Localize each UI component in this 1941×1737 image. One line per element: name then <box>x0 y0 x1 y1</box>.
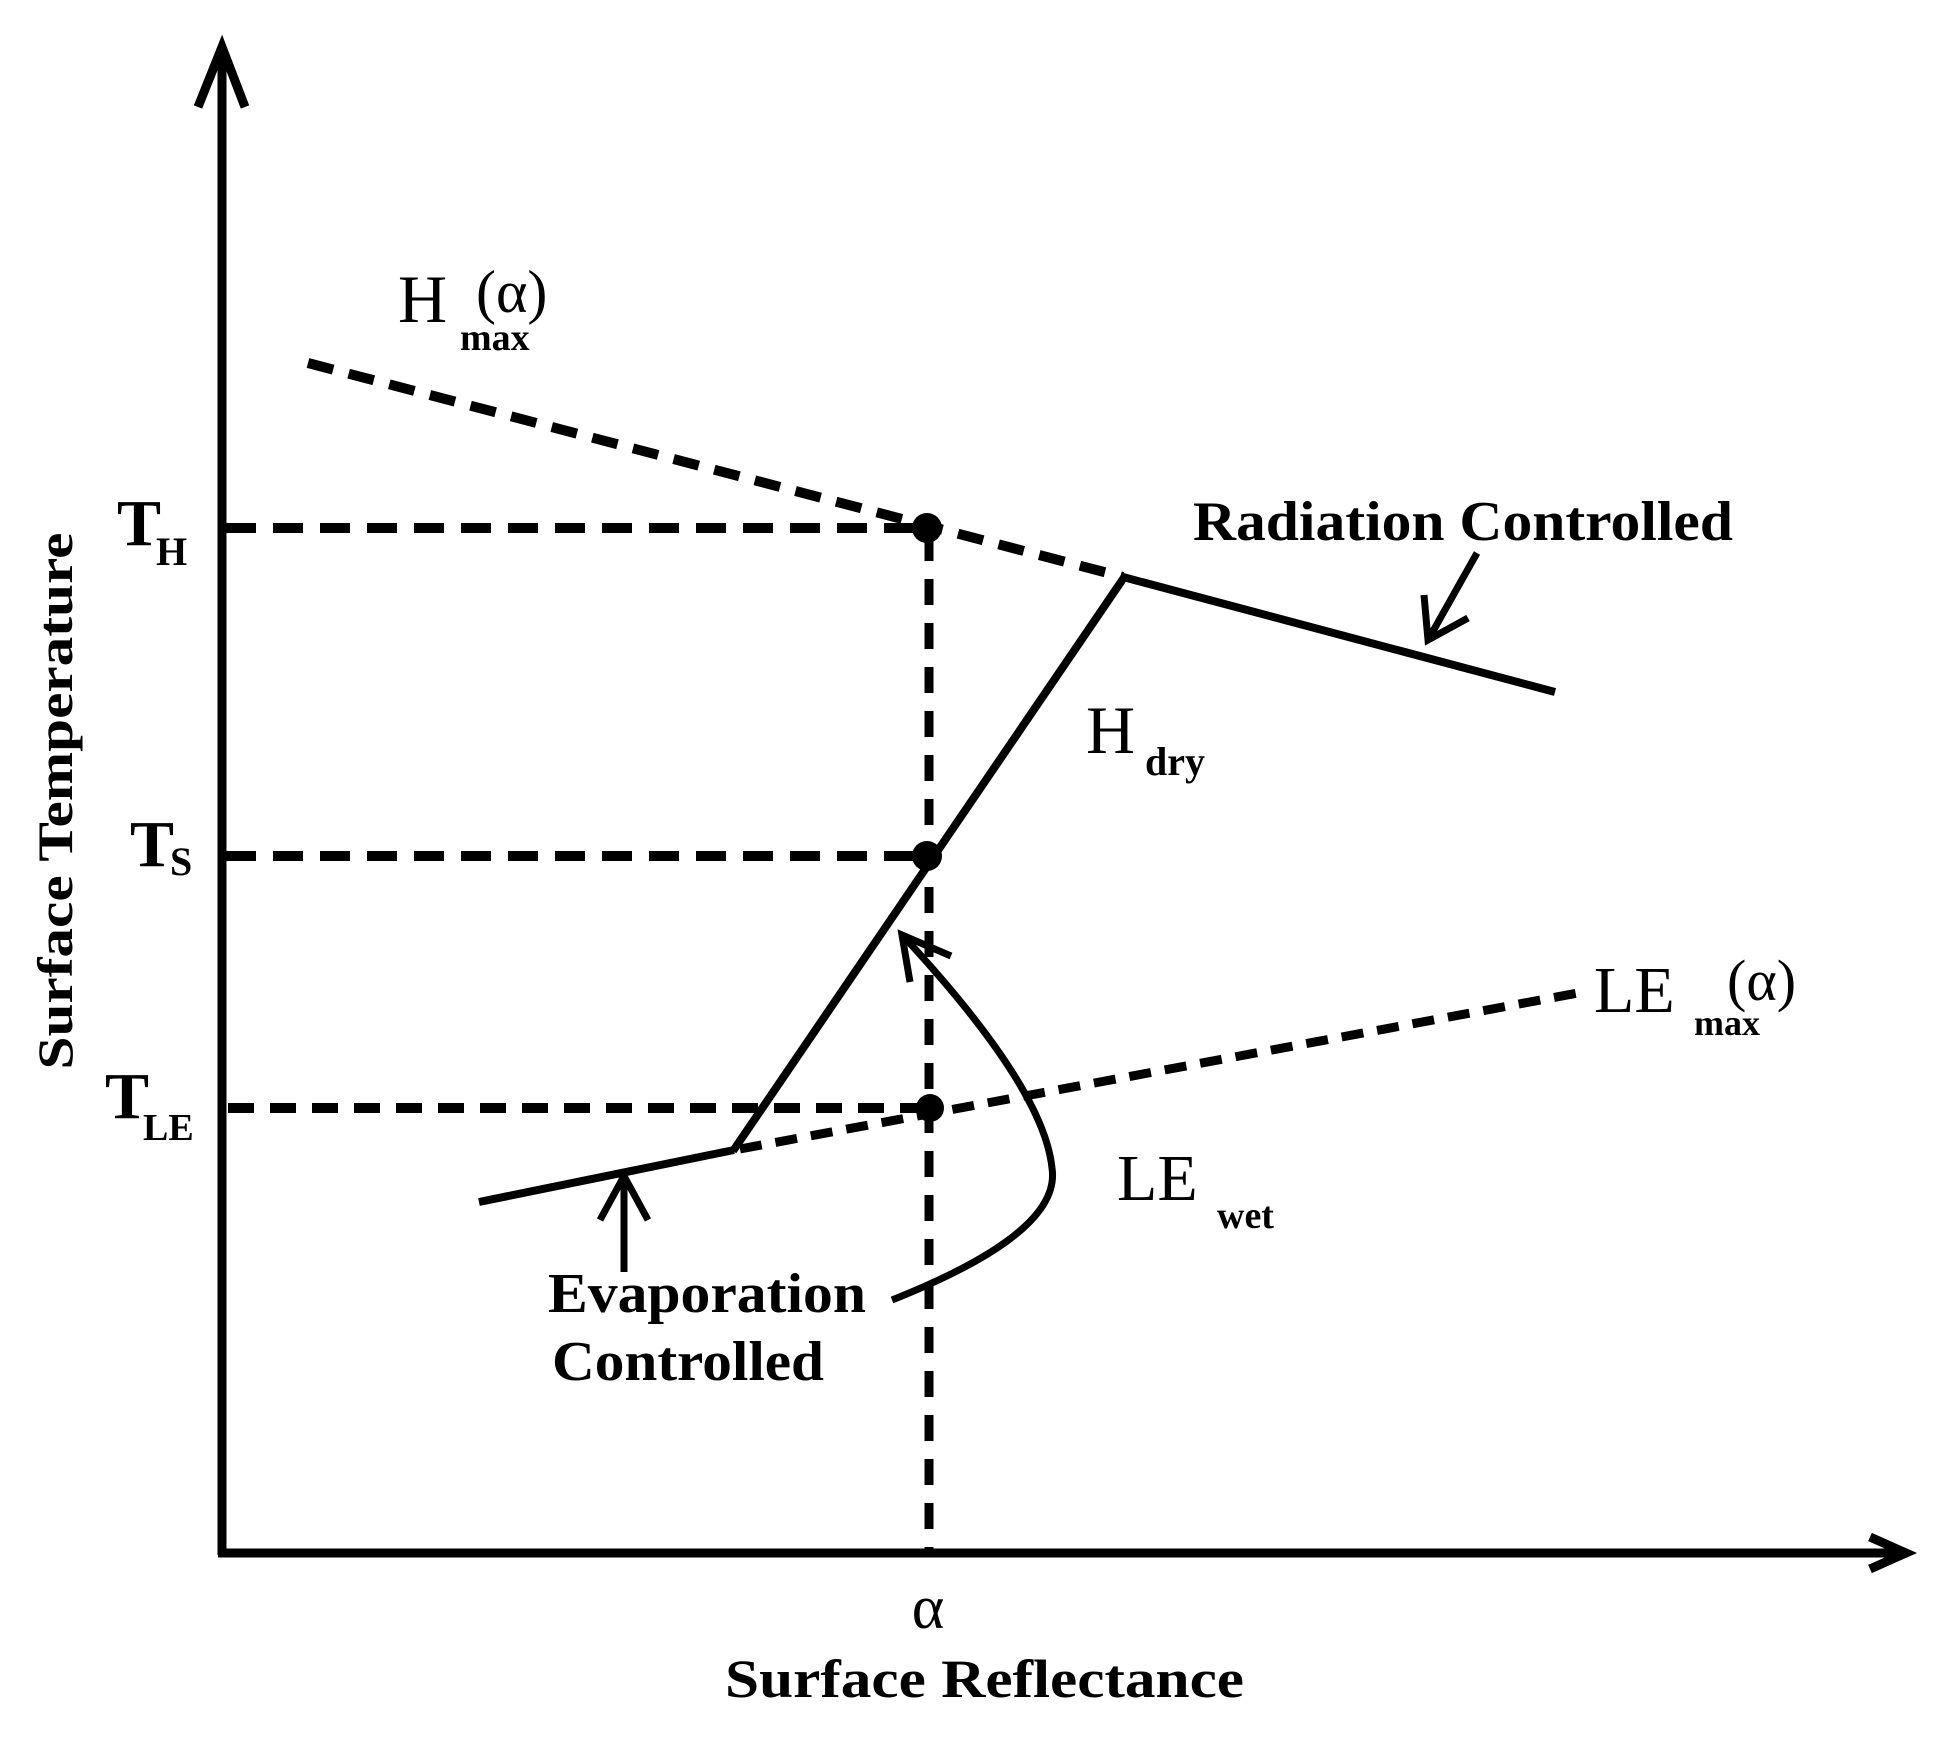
evaporation-controlled-line <box>478 1146 735 1206</box>
svg-text:H: H <box>156 529 187 574</box>
label-lemax: LE max (α) <box>1594 948 1796 1043</box>
evaporation-label-line2: Controlled <box>552 1331 824 1393</box>
th-point <box>912 513 942 543</box>
svg-text:T: T <box>117 487 161 560</box>
x-axis-label: Surface Reflectance <box>725 1649 1244 1709</box>
tick-ts: T S <box>130 808 192 884</box>
svg-text:T: T <box>105 1060 149 1133</box>
ts-point <box>912 841 942 871</box>
svg-text:max: max <box>1694 1003 1760 1043</box>
x-tick-alpha: α <box>912 1574 944 1642</box>
svg-text:(α): (α) <box>476 259 547 325</box>
evaporation-arrow-icon <box>596 1168 652 1272</box>
lemax-line <box>739 988 1579 1154</box>
tick-tle: T LE <box>105 1060 194 1149</box>
radiation-controlled-label: Radiation Controlled <box>1193 491 1733 553</box>
svg-text:S: S <box>170 839 192 884</box>
hmax-line <box>306 358 1125 582</box>
y-axis-label: Surface Temperature <box>27 533 83 1070</box>
svg-text:H: H <box>1086 692 1135 768</box>
svg-text:LE: LE <box>1117 1142 1198 1215</box>
x-axis <box>218 1532 1918 1574</box>
label-hdry: H dry <box>1086 692 1205 784</box>
svg-text:dry: dry <box>1145 739 1205 784</box>
tick-th: T H <box>117 487 187 574</box>
label-hmax: H max (α) <box>398 259 547 359</box>
evaporation-label-line1: Evaporation <box>548 1263 866 1325</box>
tle-point <box>916 1094 944 1122</box>
label-lewet: LE wet <box>1117 1142 1274 1237</box>
radiation-arrow-icon <box>1420 551 1481 646</box>
guide-lines <box>226 523 934 1550</box>
svg-text:T: T <box>130 808 174 881</box>
svg-text:(α): (α) <box>1727 948 1796 1013</box>
svg-text:H: H <box>398 261 447 337</box>
y-axis <box>193 34 250 1555</box>
svg-text:LE: LE <box>143 1107 194 1149</box>
lewet-curved-arrow-icon <box>890 929 1056 1304</box>
svg-text:LE: LE <box>1594 954 1675 1027</box>
svg-text:max: max <box>460 317 530 359</box>
svg-text:wet: wet <box>1217 1195 1274 1237</box>
radiation-controlled-line <box>1121 573 1557 696</box>
